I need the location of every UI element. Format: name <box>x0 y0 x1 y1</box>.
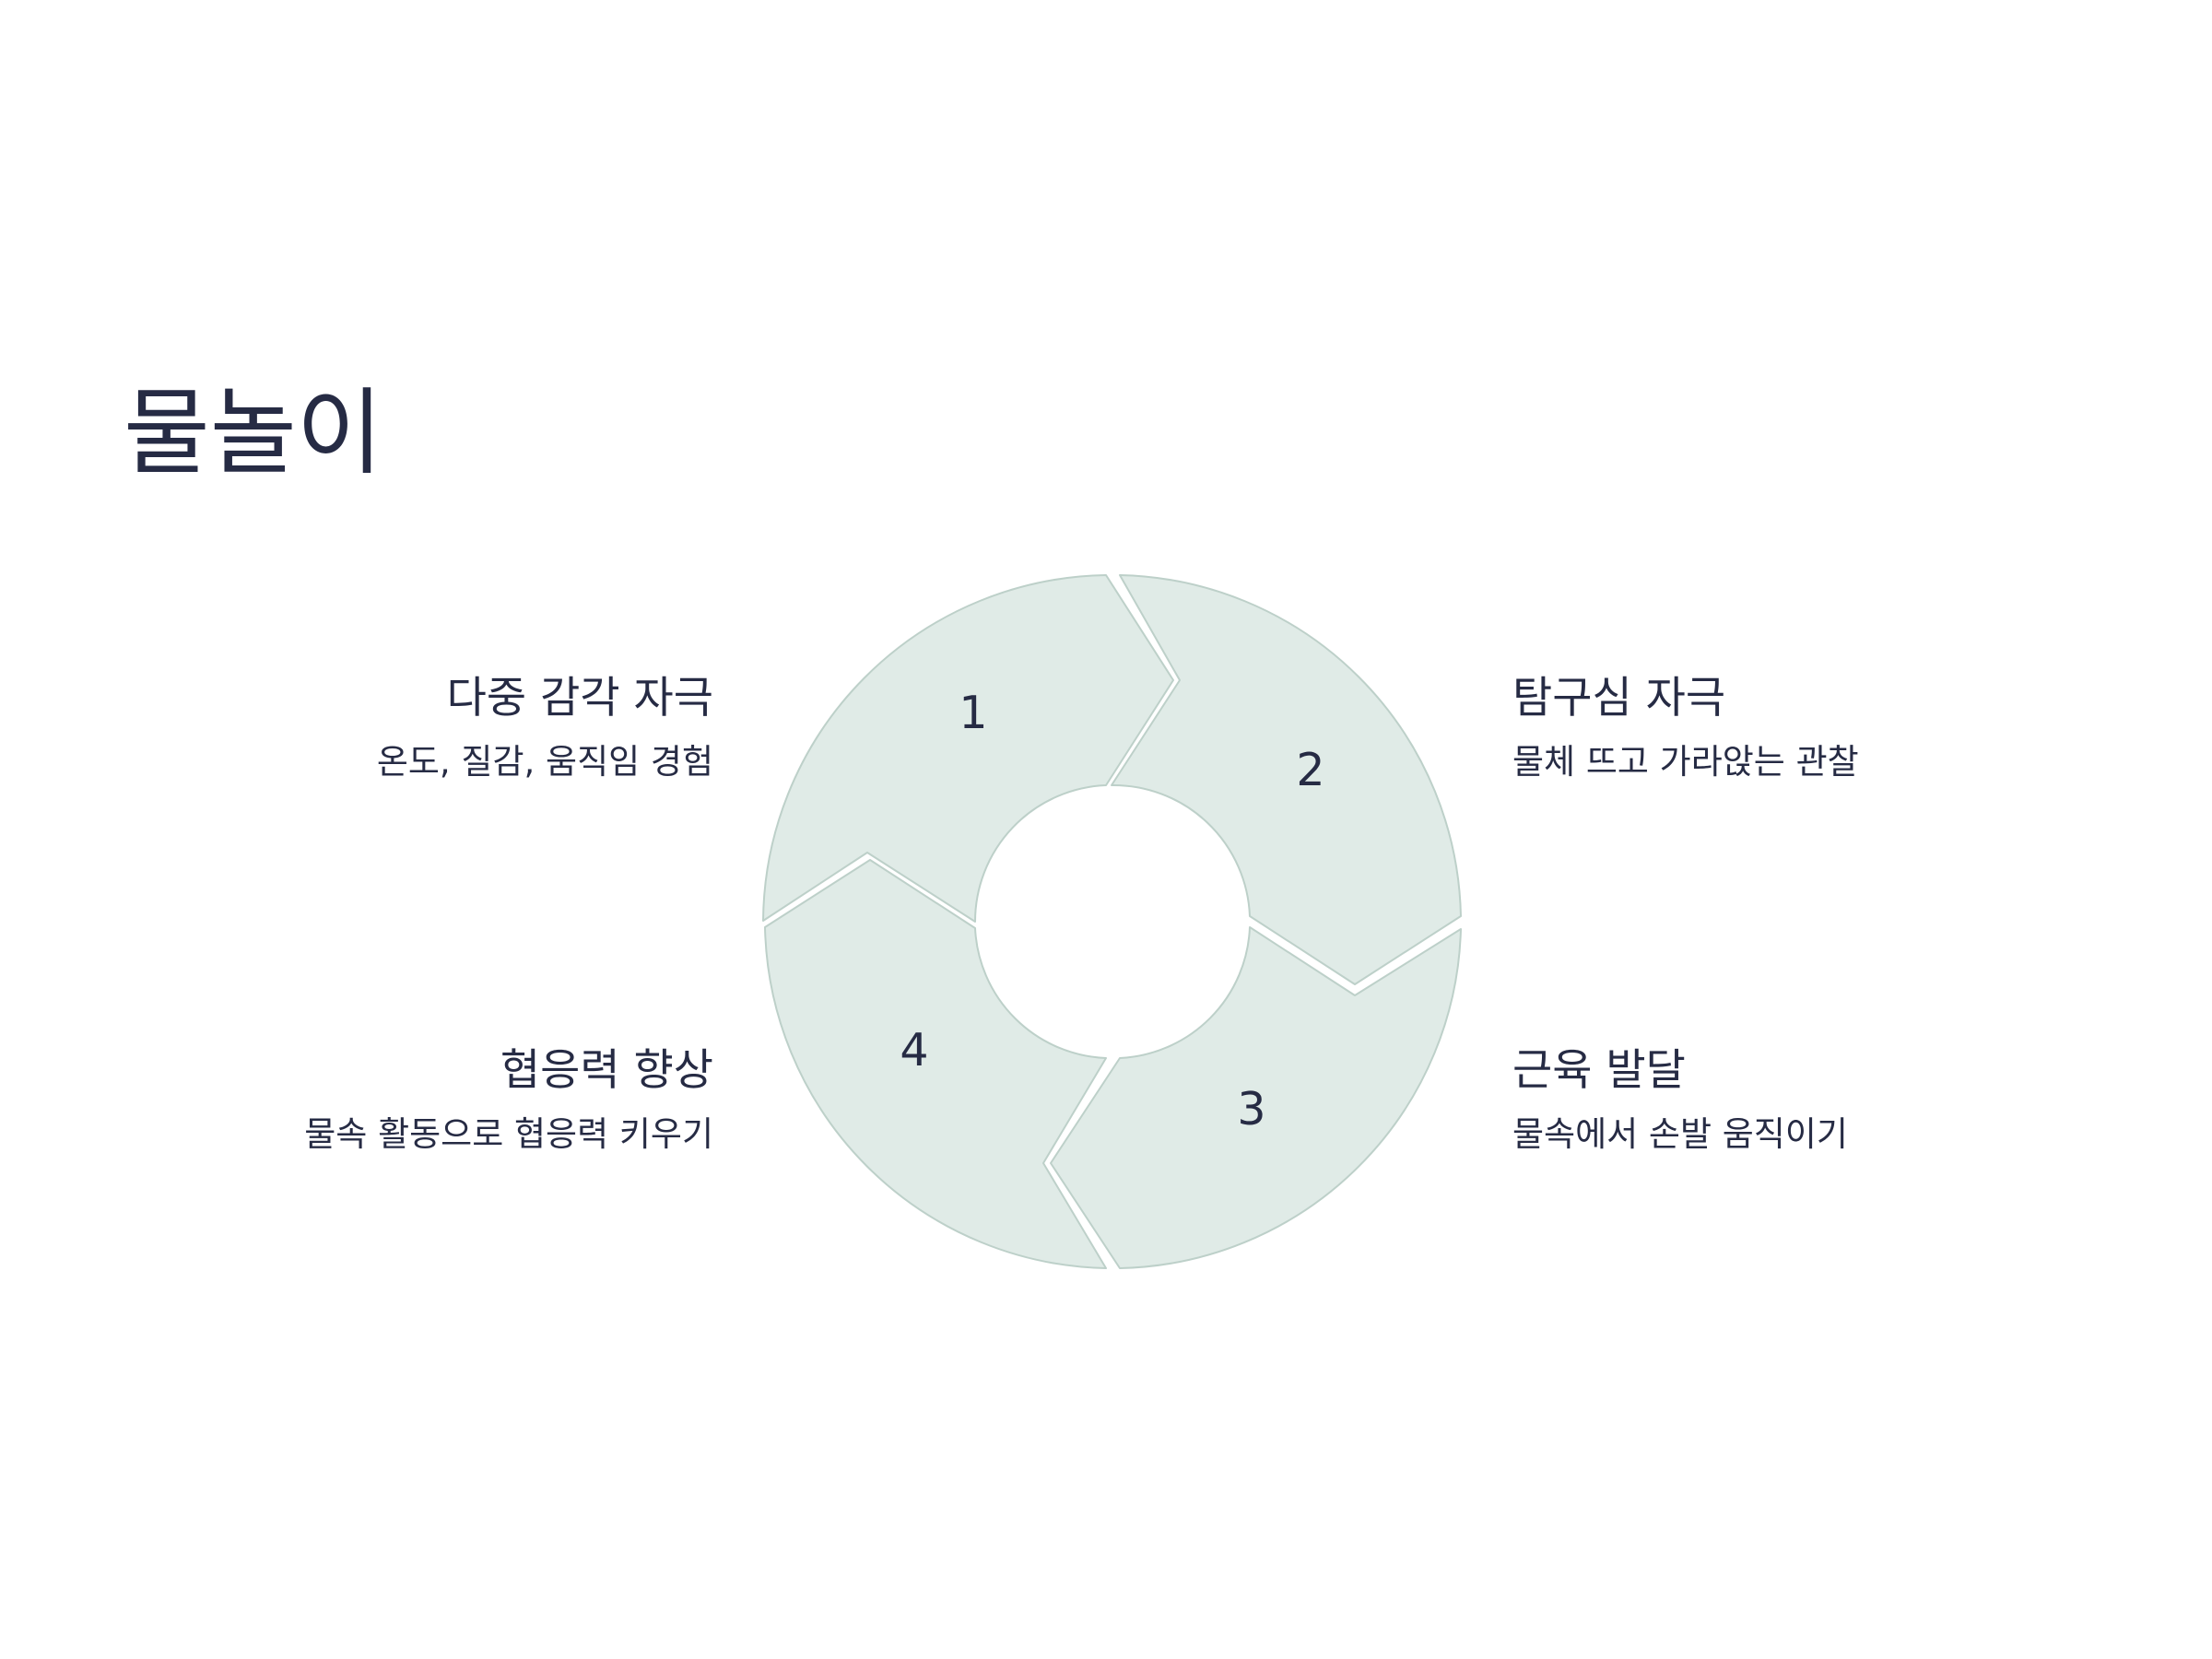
segment-2-number: 2 <box>1296 744 1324 796</box>
page-title: 물놀이 <box>124 379 383 488</box>
segment-4-shape <box>764 859 1107 1269</box>
segment-1-number: 1 <box>959 687 987 739</box>
item-4-title: 협응력 향상 <box>500 1045 713 1096</box>
item-2: 탐구심 자극 물체 뜨고 가라앉는 관찰 <box>1512 677 2212 779</box>
item-3-title: 근육 발달 <box>1512 1045 1686 1096</box>
item-1-desc: 온도, 질감, 움직임 경험 <box>376 742 713 782</box>
item-4-desc: 물속 활동으로 협응력 키우기 <box>304 1114 713 1154</box>
segment-1-shape <box>762 574 1174 923</box>
item-1-title: 다중 감각 자극 <box>446 673 713 724</box>
item-2-desc: 물체 뜨고 가라앉는 관찰 <box>1512 742 1859 782</box>
item-3: 근육 발달 물속에서 손발 움직이기 <box>1512 1049 2212 1151</box>
item-4: 협응력 향상 물속 활동으로 협응력 키우기 <box>0 1049 713 1151</box>
item-2-title: 탐구심 자극 <box>1512 673 1726 724</box>
segment-3-shape <box>1050 926 1462 1269</box>
segment-3: 3 <box>1050 926 1462 1269</box>
segment-3-number: 3 <box>1237 1083 1265 1135</box>
segment-1: 1 <box>762 574 1174 923</box>
item-3-desc: 물속에서 손발 움직이기 <box>1512 1114 1848 1154</box>
segment-2-shape <box>1111 574 1462 985</box>
item-1: 다중 감각 자극 온도, 질감, 움직임 경험 <box>0 677 713 779</box>
segment-2: 2 <box>1111 574 1462 985</box>
segment-4-number: 4 <box>900 1024 928 1077</box>
segment-4: 4 <box>764 859 1107 1269</box>
